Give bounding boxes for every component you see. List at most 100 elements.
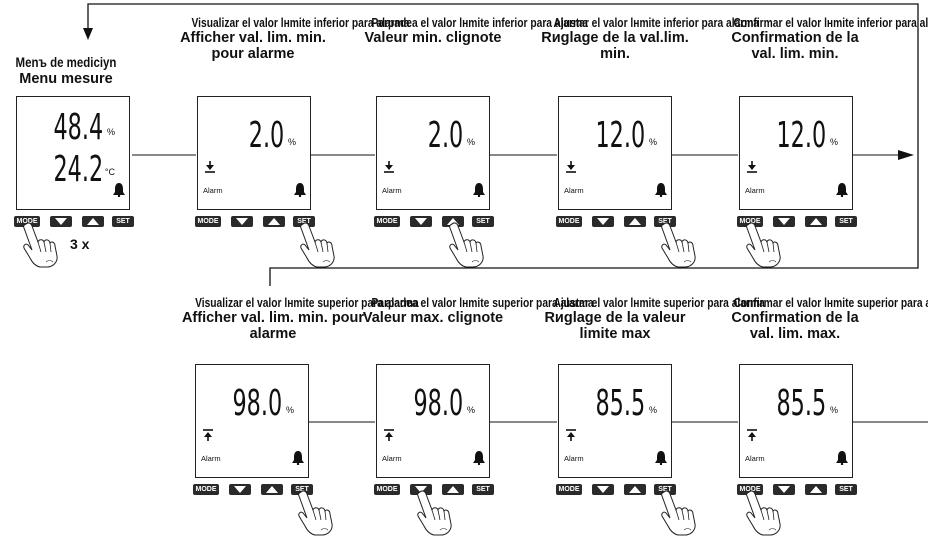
up-button[interactable] (442, 216, 464, 227)
triangle-up-icon (810, 486, 822, 493)
up-button[interactable] (263, 216, 285, 227)
bell-icon (292, 451, 304, 465)
lcd-display: 2.0%Alarm (197, 96, 311, 210)
display-unit: % (287, 137, 296, 147)
mode-button[interactable]: MODE (374, 484, 400, 495)
triangle-up-icon (266, 486, 278, 493)
alarm-label: Alarm (201, 454, 221, 463)
up-button[interactable] (805, 216, 827, 227)
display-unit-2: °C (104, 167, 115, 177)
set-button[interactable]: SET (835, 216, 857, 227)
mode-button[interactable]: MODE (195, 216, 221, 227)
display-value: 2.0 (248, 115, 284, 156)
pointing-hand-icon (23, 222, 58, 268)
triangle-down-icon (597, 486, 609, 493)
caption-es: Visualizar el valor lнmite inferior para… (191, 16, 410, 30)
alarm-label: Alarm (745, 454, 765, 463)
pointing-hand-icon (417, 490, 452, 536)
alarm-low-icon (205, 161, 215, 173)
mode-button[interactable]: MODE (374, 216, 400, 227)
display-value-2: 24.2 (53, 149, 103, 190)
down-button[interactable] (229, 484, 251, 495)
up-button[interactable] (624, 216, 646, 227)
alarm-high-icon (747, 429, 757, 441)
bell-icon (294, 183, 306, 197)
triangle-up-icon (810, 218, 822, 225)
step-caption: Visualizar el valor lнmite superior para… (178, 296, 419, 343)
press-count: 3 x (70, 236, 90, 252)
set-button[interactable]: SET (835, 484, 857, 495)
set-button[interactable]: SET (293, 216, 315, 227)
step-caption: Confirmar el valor lнmite inferior para … (720, 16, 928, 62)
caption-fr: Rиglage de la val.lim. min. (541, 30, 689, 63)
caption-es: Visualizar el valor lнmite superior para… (195, 296, 419, 310)
alarm-low-icon (747, 161, 757, 173)
up-button[interactable] (442, 484, 464, 495)
arrowhead-down (83, 28, 93, 40)
set-button[interactable]: SET (654, 216, 676, 227)
caption-fr: Rиglage de la valeur limite max (544, 310, 686, 343)
alarm-label: Alarm (382, 454, 402, 463)
mode-button[interactable]: MODE (556, 484, 582, 495)
lcd-display: 85.5% Alarm (739, 364, 853, 478)
alarm-label: Alarm (745, 186, 765, 195)
down-button[interactable] (50, 216, 72, 227)
bell-icon (655, 183, 667, 197)
display-value: 2.0 (427, 115, 463, 156)
down-button[interactable] (592, 484, 614, 495)
step-caption: Confirmar el valor lнmite superior para … (720, 296, 928, 342)
up-button[interactable] (624, 484, 646, 495)
triangle-up-icon (87, 218, 99, 225)
triangle-down-icon (55, 218, 67, 225)
step-caption: Parpadea el valor lнmite inferior para a… (358, 16, 588, 46)
up-button[interactable] (82, 216, 104, 227)
bell-icon (836, 451, 848, 465)
triangle-up-icon (447, 486, 459, 493)
lcd-display: 12.0%Alarm (558, 96, 672, 210)
step-caption: Ajustar el valor lнmite superior para al… (540, 296, 765, 343)
down-button[interactable] (410, 484, 432, 495)
alarm-high-icon (384, 429, 394, 441)
display-unit: % (106, 127, 115, 137)
alarm-label: Alarm (382, 186, 402, 195)
caption-fr: Menu mesure (19, 70, 113, 87)
set-button[interactable]: SET (291, 484, 313, 495)
down-button[interactable] (592, 216, 614, 227)
display-unit: % (829, 405, 838, 415)
lcd-display: 98.0%Alarm (195, 364, 309, 478)
pointing-hand-icon (746, 490, 781, 536)
display-value: 85.5 (776, 383, 826, 424)
down-button[interactable] (773, 216, 795, 227)
set-button[interactable]: SET (472, 484, 494, 495)
caption-es: Ajustar el valor lнmite superior para al… (553, 296, 765, 310)
set-button[interactable]: SET (654, 484, 676, 495)
mode-button[interactable]: MODE (737, 484, 763, 495)
mode-button[interactable]: MODE (193, 484, 219, 495)
display-value: 98.0 (232, 383, 282, 424)
down-button[interactable] (231, 216, 253, 227)
display-unit: % (648, 137, 657, 147)
mode-button[interactable]: MODE (737, 216, 763, 227)
arrowhead-right (898, 150, 914, 160)
triangle-up-icon (629, 486, 641, 493)
set-button[interactable]: SET (472, 216, 494, 227)
mode-button[interactable]: MODE (14, 216, 40, 227)
up-button[interactable] (261, 484, 283, 495)
alarm-high-icon (203, 429, 213, 441)
down-button[interactable] (410, 216, 432, 227)
caption-fr: Afficher val. lim. min. pour alarme (181, 310, 365, 343)
display-value: 12.0 (776, 115, 826, 156)
set-button[interactable]: SET (112, 216, 134, 227)
mode-button[interactable]: MODE (556, 216, 582, 227)
triangle-down-icon (415, 486, 427, 493)
down-button[interactable] (773, 484, 795, 495)
lcd-display: 85.5%Alarm (558, 364, 672, 478)
return-line-row2 (269, 38, 919, 286)
up-button[interactable] (805, 484, 827, 495)
triangle-down-icon (597, 218, 609, 225)
display-unit: % (648, 405, 657, 415)
caption-es: Confirmar el valor lнmite superior para … (733, 296, 928, 310)
triangle-down-icon (778, 486, 790, 493)
